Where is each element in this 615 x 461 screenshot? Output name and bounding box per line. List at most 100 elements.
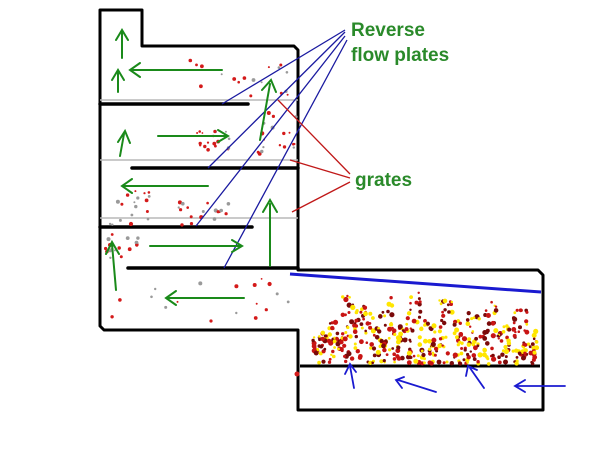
- fire-speck: [393, 332, 397, 337]
- smoke-speck: [260, 278, 263, 280]
- fire-speck: [374, 335, 380, 340]
- fire-speck: [382, 359, 386, 363]
- smoke-speck: [120, 202, 124, 206]
- air-arrow: [344, 362, 357, 389]
- fire-speck: [490, 346, 494, 351]
- smoke-speck: [115, 199, 120, 204]
- fire-speck: [433, 330, 437, 334]
- fire-speck: [458, 361, 463, 366]
- pointer-grate-2: [289, 159, 351, 179]
- fire-speck: [389, 312, 395, 318]
- flow-arrows: [105, 28, 278, 306]
- smoke-speck: [288, 131, 291, 134]
- fire-speck: [458, 321, 462, 325]
- smoke-speck: [266, 111, 271, 115]
- smoke-speck: [219, 208, 223, 213]
- fire-speck: [511, 349, 515, 353]
- fire-speck: [528, 345, 532, 349]
- fire-speck: [523, 351, 527, 355]
- fire-speck: [485, 341, 490, 346]
- smoke-speck: [255, 302, 258, 305]
- fire-speck: [494, 305, 498, 308]
- smoke-speck: [282, 131, 286, 136]
- fire-speck: [377, 329, 382, 334]
- fire-speck: [365, 341, 369, 345]
- fire-speck: [462, 358, 466, 362]
- smoke-speck: [128, 221, 134, 227]
- fire-speck: [486, 321, 492, 326]
- fire-speck: [391, 328, 397, 334]
- fire-speck: [528, 350, 534, 356]
- fire-speck: [317, 360, 321, 365]
- fire-speck: [476, 344, 480, 348]
- fire-speck: [412, 354, 416, 358]
- smoke-speck: [264, 308, 268, 312]
- fire-speck: [466, 355, 471, 360]
- smoke-speck: [292, 142, 295, 146]
- fire-speck: [511, 327, 517, 332]
- flow-arrow: [111, 68, 125, 93]
- smoke-speck: [136, 236, 140, 240]
- fire-speck: [534, 340, 539, 344]
- smoke-speck: [286, 93, 289, 96]
- fire-speck: [420, 349, 424, 353]
- fire-speck: [471, 330, 475, 333]
- fire-speck: [311, 338, 315, 343]
- smoke-speck: [235, 311, 238, 315]
- flow-arrow: [262, 198, 278, 267]
- fire-speck: [423, 361, 426, 365]
- fire-speck: [472, 357, 477, 361]
- smoke-speck: [110, 233, 114, 236]
- fire-speck: [474, 336, 478, 341]
- fire-speck: [441, 344, 444, 347]
- pointer-plate-3: [195, 35, 346, 227]
- fire-speck: [337, 347, 340, 351]
- fire-speck: [532, 354, 538, 360]
- fire-speck: [431, 323, 437, 329]
- pointer-grate-1: [277, 99, 351, 175]
- smoke-speck: [143, 192, 146, 195]
- fire-speck: [421, 352, 426, 358]
- fire-speck: [417, 315, 422, 319]
- fire-speck: [524, 319, 529, 324]
- fire-speck: [385, 353, 389, 356]
- fire-speck: [378, 314, 383, 319]
- smoke-speck: [189, 222, 194, 226]
- fire-speck: [312, 336, 316, 339]
- fire-speck: [450, 300, 453, 304]
- fire-speck: [452, 331, 457, 336]
- fire-speck: [319, 344, 324, 349]
- fire-speck: [455, 335, 459, 340]
- fire-speck: [505, 335, 509, 340]
- flow-arrow: [105, 239, 120, 291]
- fire-speck: [519, 308, 523, 312]
- fire-speck: [323, 334, 328, 338]
- fire-speck: [513, 311, 517, 315]
- fire-speck: [484, 309, 488, 312]
- flow-arrow: [117, 128, 131, 157]
- fire-speck: [434, 346, 438, 351]
- air-arrow: [394, 376, 437, 393]
- fire-speck: [333, 336, 336, 339]
- fire-speck: [381, 310, 385, 314]
- smoke-particles: [104, 58, 298, 323]
- fire-speck: [346, 294, 349, 298]
- fire-speck: [486, 362, 491, 366]
- fire-speck: [340, 312, 345, 317]
- fire-speck: [472, 316, 476, 320]
- fire-speck: [332, 319, 339, 325]
- fire-speck: [507, 327, 512, 332]
- fire-speck: [348, 334, 353, 339]
- fire-speck: [379, 359, 384, 364]
- fire-speck: [330, 325, 335, 331]
- fire-speck: [497, 355, 501, 360]
- smoke-speck: [186, 206, 189, 209]
- fire-speck: [401, 329, 405, 332]
- fire-speck: [459, 333, 463, 337]
- fire-speck: [503, 348, 509, 354]
- fire-speck: [500, 352, 505, 357]
- fire-speck: [499, 339, 504, 343]
- fire-speck: [371, 346, 377, 351]
- fire-speck: [354, 324, 359, 328]
